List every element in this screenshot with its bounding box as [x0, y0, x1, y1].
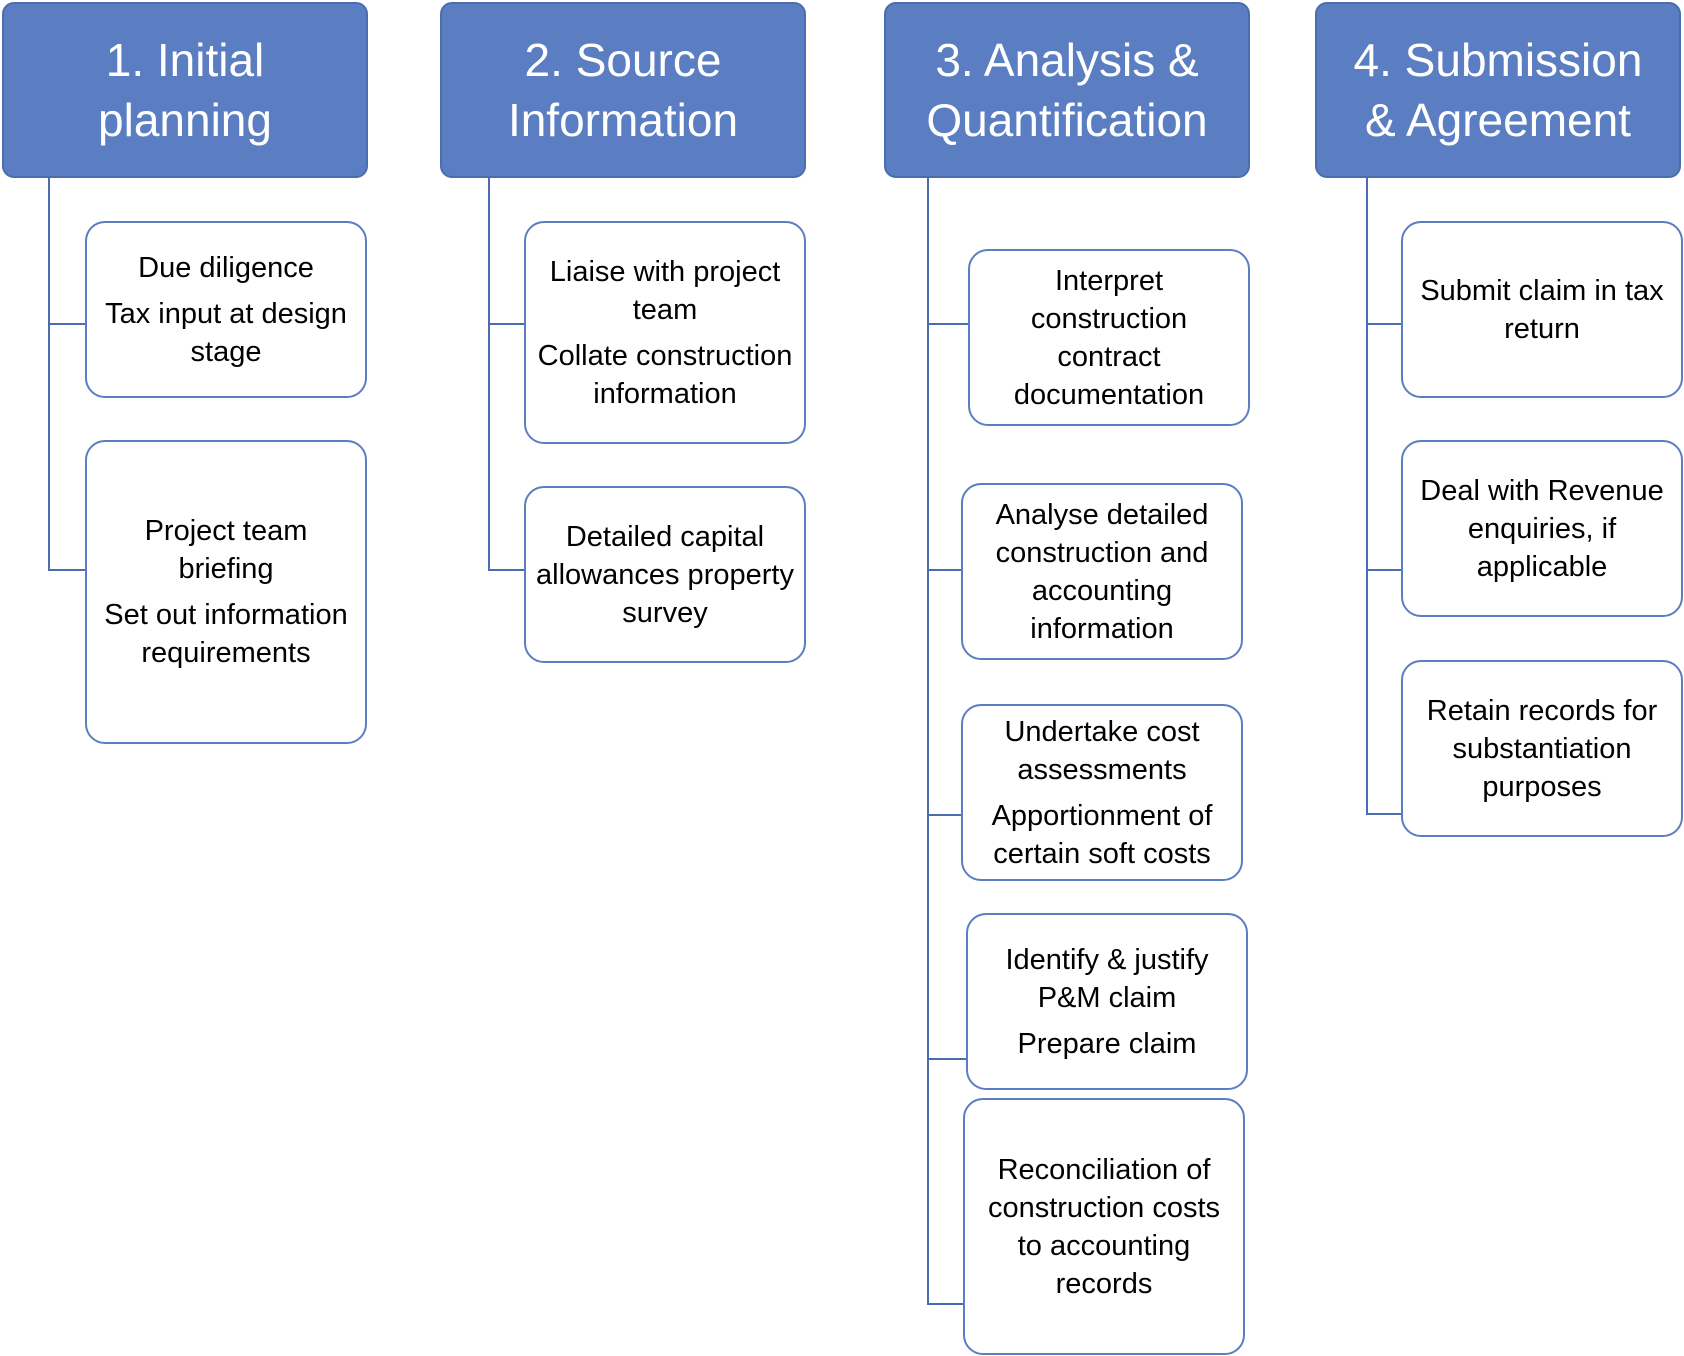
step-text: Collate construction information [537, 339, 793, 410]
header-line: 1. Initial [105, 34, 265, 86]
step-text: Deal with Revenue enquiries, if applicab… [1420, 474, 1664, 583]
step-text: Project team briefing [144, 515, 308, 585]
connector-branch [1366, 323, 1406, 325]
step-text: Reconciliation of construction costs to … [987, 1153, 1221, 1300]
column-header-source-information: 2. Source Information [440, 2, 806, 178]
connector-branch [48, 569, 88, 571]
step-box: Deal with Revenue enquiries, if applicab… [1401, 440, 1683, 617]
step-box: Interpret construction contract document… [968, 249, 1250, 426]
connector-branch [488, 323, 528, 325]
step-text: Liaise with project team [549, 255, 781, 326]
step-box: Due diligence Tax input at design stage [85, 221, 367, 398]
header-line: planning [98, 94, 272, 146]
header-line: Quantification [926, 94, 1208, 146]
step-box: Retain records for substantiation purpos… [1401, 660, 1683, 837]
step-text: Retain records for substantiation purpos… [1426, 694, 1658, 803]
step-box: Submit claim in tax return [1401, 221, 1683, 398]
step-text: Submit claim in tax return [1420, 274, 1664, 345]
connector-branch [1366, 813, 1406, 815]
header-line: 4. Submission [1353, 34, 1643, 86]
header-line: 3. Analysis & [935, 34, 1199, 86]
step-box: Analyse detailed construction and accoun… [961, 483, 1243, 660]
column-header-analysis-quantification: 3. Analysis & Quantification [884, 2, 1250, 178]
connector-branch [927, 1303, 967, 1305]
step-text: Prepare claim [1017, 1027, 1197, 1060]
step-text: Interpret construction contract document… [1013, 264, 1205, 411]
step-box: Liaise with project team Collate constru… [524, 221, 806, 444]
connector-branch [927, 569, 963, 571]
connector-branch [927, 323, 969, 325]
step-box: Project team briefing Set out informatio… [85, 440, 367, 744]
step-box: Reconciliation of construction costs to … [963, 1098, 1245, 1355]
connector-trunk [48, 178, 50, 571]
step-box: Identify & justify P&M claim Prepare cla… [966, 913, 1248, 1090]
connector-branch [48, 323, 88, 325]
header-line: Information [507, 94, 739, 146]
step-text: Tax input at design stage [105, 297, 347, 368]
step-text: Identify & justify P&M claim [1005, 943, 1209, 1014]
connector-branch [488, 569, 528, 571]
step-text: Apportionment of certain soft costs [991, 799, 1213, 870]
header-line: 2. Source [524, 34, 722, 86]
column-header-submission-agreement: 4. Submission & Agreement [1315, 2, 1681, 178]
step-text: Undertake cost assessments [1004, 715, 1200, 786]
connector-trunk [1366, 178, 1368, 815]
step-text: Detailed capital allowances property sur… [536, 520, 794, 629]
step-text: Set out information requirements [104, 599, 348, 669]
connector-branch [927, 1058, 969, 1060]
step-box: Detailed capital allowances property sur… [524, 486, 806, 663]
column-header-initial-planning: 1. Initial planning [2, 2, 368, 178]
header-line: & Agreement [1365, 94, 1631, 146]
connector-trunk [488, 178, 490, 571]
connector-trunk [927, 178, 929, 1305]
connector-branch [927, 814, 963, 816]
step-box: Undertake cost assessments Apportionment… [961, 704, 1243, 881]
step-text: Analyse detailed construction and accoun… [995, 498, 1209, 645]
step-text: Due diligence [138, 251, 314, 284]
connector-branch [1366, 569, 1406, 571]
